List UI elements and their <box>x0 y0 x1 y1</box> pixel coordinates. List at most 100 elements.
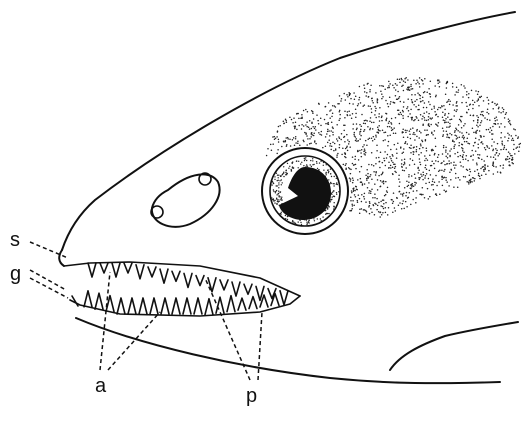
stipple-dot <box>449 155 451 157</box>
stipple-dot <box>417 172 419 174</box>
stipple-dot <box>285 215 286 216</box>
lower-tooth <box>117 298 125 314</box>
stipple-dot <box>402 203 404 205</box>
stipple-dot <box>477 119 479 121</box>
stipple-dot <box>352 180 354 182</box>
stipple-dot <box>445 146 447 148</box>
stipple-dot <box>474 180 476 182</box>
stipple-dot <box>372 100 374 102</box>
stipple-dot <box>357 105 359 107</box>
stipple-dot <box>408 181 410 183</box>
stipple-dot <box>455 111 457 113</box>
stipple-dot <box>463 138 465 140</box>
stipple-dot <box>359 209 361 211</box>
stipple-dot <box>458 145 460 147</box>
stipple-dot <box>266 155 268 157</box>
stipple-dot <box>514 153 516 155</box>
stipple-dot <box>336 138 338 140</box>
stipple-dot <box>462 96 464 98</box>
stipple-dot <box>330 201 331 202</box>
stipple-dot <box>385 120 387 122</box>
stipple-dot <box>393 87 395 89</box>
stipple-dot <box>352 103 354 105</box>
stipple-dot <box>447 100 449 102</box>
stipple-dot <box>386 118 388 120</box>
stipple-dot <box>477 169 479 171</box>
stipple-dot <box>434 111 436 113</box>
stipple-dot <box>407 136 409 138</box>
stipple-dot <box>339 114 341 116</box>
stipple-dot <box>443 170 445 172</box>
stipple-dot <box>285 137 287 139</box>
stipple-dot <box>414 139 416 141</box>
stipple-dot <box>426 150 428 152</box>
stipple-dot <box>328 139 330 141</box>
stipple-dot <box>351 118 353 120</box>
stipple-dot <box>398 174 400 176</box>
stipple-dot <box>491 138 493 140</box>
stipple-dot <box>443 160 445 162</box>
stipple-dot <box>379 216 381 218</box>
stipple-dot <box>310 143 312 145</box>
stipple-dot <box>503 149 505 151</box>
stipple-dot <box>287 219 288 220</box>
stipple-dot <box>277 130 279 132</box>
stipple-dot <box>394 144 396 146</box>
stipple-dot <box>469 143 471 145</box>
stipple-dot <box>429 125 431 127</box>
stipple-dot <box>313 135 315 137</box>
stipple-dot <box>430 80 432 82</box>
stipple-dot <box>402 131 404 133</box>
stipple-dot <box>420 132 422 134</box>
stipple-dot <box>344 136 346 138</box>
stipple-dot <box>352 200 354 202</box>
stipple-dot <box>394 207 396 209</box>
stipple-dot <box>376 145 378 147</box>
stipple-dot <box>343 124 345 126</box>
upper-tooth <box>280 291 288 305</box>
stipple-dot <box>357 200 359 202</box>
stipple-dot <box>281 199 282 200</box>
stipple-dot <box>333 196 334 197</box>
stipple-dot <box>277 175 278 176</box>
stipple-dot <box>500 137 502 139</box>
stipple-dot <box>283 141 285 143</box>
lower-tooth <box>227 296 235 312</box>
stipple-dot <box>453 164 455 166</box>
stipple-dot <box>271 149 273 151</box>
stipple-dot <box>283 166 284 167</box>
stipple-dot <box>472 127 474 129</box>
stipple-dot <box>344 141 346 143</box>
stipple-dot <box>428 88 430 90</box>
stipple-dot <box>391 199 393 201</box>
stipple-dot <box>392 154 394 156</box>
stipple-dot <box>355 186 357 188</box>
stipple-dot <box>366 178 368 180</box>
stipple-dot <box>343 130 345 132</box>
stipple-dot <box>397 91 399 93</box>
stipple-dot <box>289 116 291 118</box>
stipple-dot <box>359 171 361 173</box>
stipple-dot <box>392 167 394 169</box>
stipple-dot <box>329 135 331 137</box>
stipple-dot <box>347 115 349 117</box>
stipple-dot <box>505 159 507 161</box>
stipple-dot <box>364 209 366 211</box>
stipple-dot <box>449 150 451 152</box>
stipple-dot <box>307 138 309 140</box>
stipple-dot <box>469 174 471 176</box>
stipple-dot <box>361 149 363 151</box>
stipple-dot <box>433 106 435 108</box>
stipple-dot <box>404 159 406 161</box>
stipple-dot <box>278 191 279 192</box>
stipple-dot <box>464 87 466 89</box>
stipple-dot <box>280 213 281 214</box>
stipple-dot <box>424 91 426 93</box>
stipple-dot <box>437 83 439 85</box>
stipple-dot <box>385 100 387 102</box>
stipple-dot <box>466 155 468 157</box>
stipple-dot <box>367 173 369 175</box>
stipple-dot <box>333 208 334 209</box>
stipple-dot <box>401 114 403 116</box>
stipple-dot <box>476 162 478 164</box>
